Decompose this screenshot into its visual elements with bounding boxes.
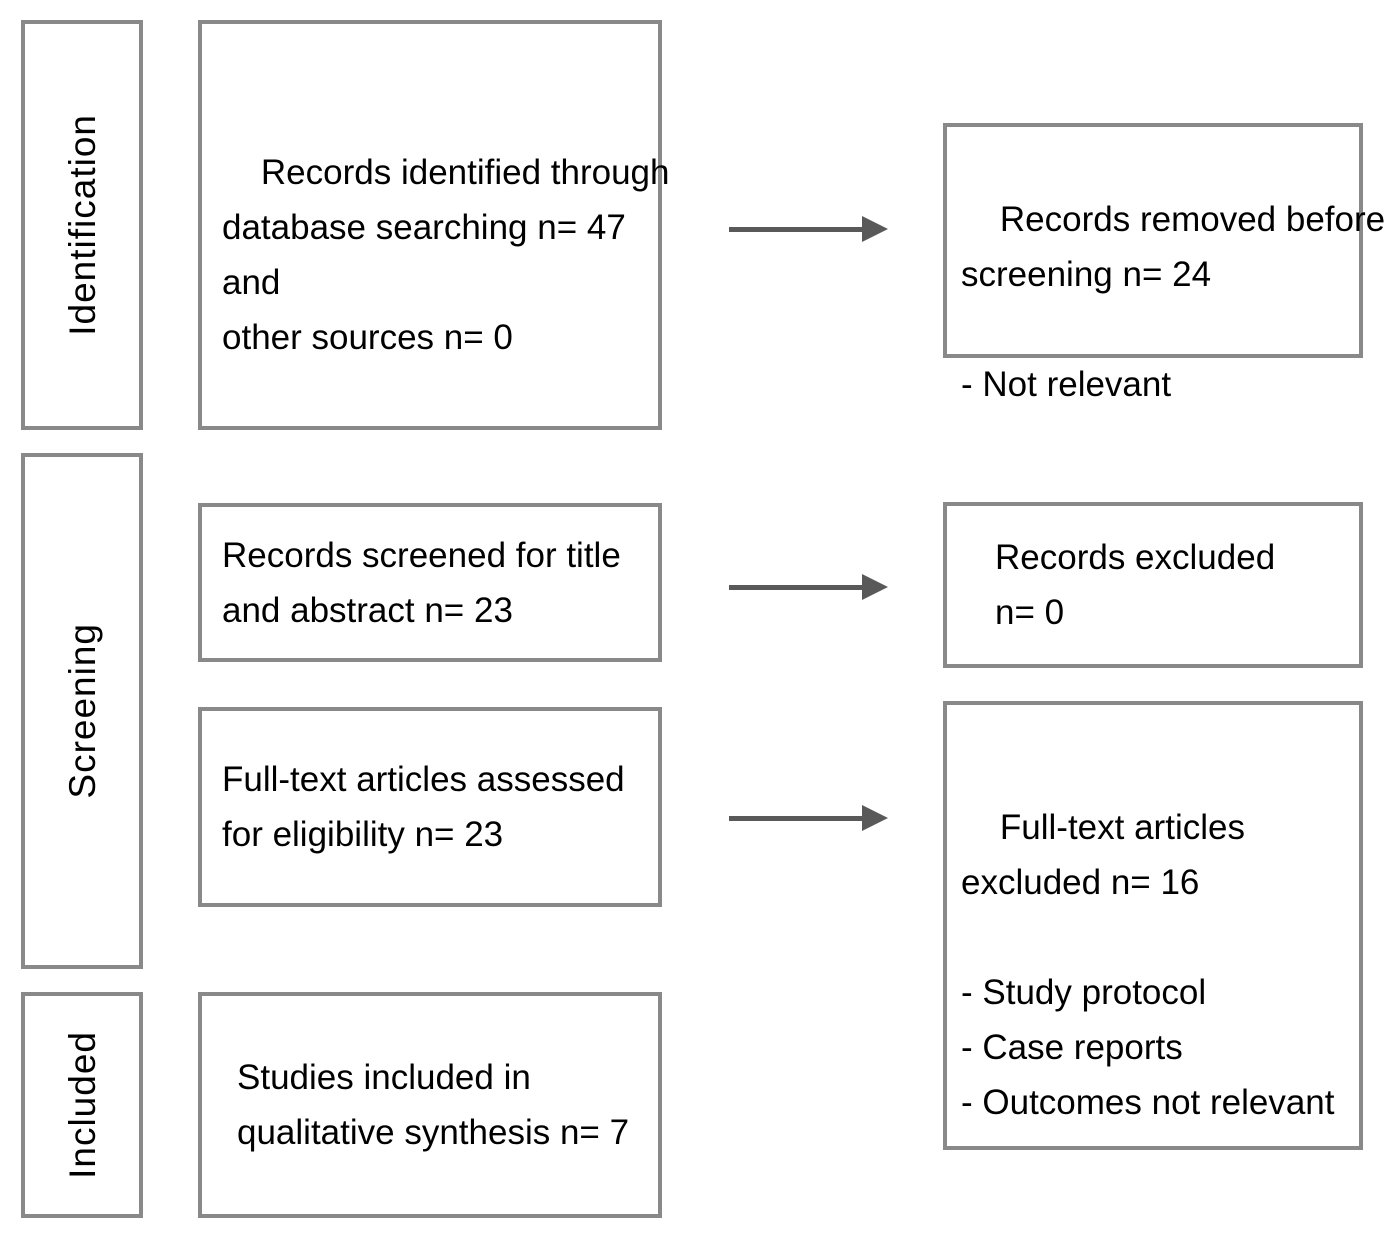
stage-label-included: Included [61,1031,103,1179]
arrow-head-icon [862,805,888,831]
box-records-identified: Records identified through database sear… [198,20,670,430]
stage-label-identification: Identification [61,114,103,336]
stage-box-identification: Identification [21,20,143,430]
arrow-head-icon [862,216,888,242]
stage-box-screening: Screening [21,453,143,969]
box-records-removed-text: Records removed before screening n= 24 -… [961,200,1385,404]
box-fulltext-assessed: Full-text articles assessed for eligibil… [198,707,662,907]
box-studies-included: Studies included in qualitative synthesi… [198,992,662,1218]
arrow-shaft [729,585,865,590]
box-fulltext-assessed-text: Full-text articles assessed for eligibil… [222,760,625,854]
box-records-excluded: Records excluded n= 0 [943,502,1363,668]
box-records-removed: Records removed before screening n= 24 -… [943,123,1385,404]
box-records-screened-text: Records screened for title and abstract … [222,535,621,630]
box-fulltext-excluded-text: Full-text articles excluded n= 16 - Stud… [961,808,1335,1122]
box-records-screened: Records screened for title and abstract … [198,503,662,662]
box-records-identified-text: Records identified through database sear… [222,153,670,357]
stage-label-screening: Screening [61,623,103,799]
box-fulltext-excluded: Full-text articles excluded n= 16 - Stud… [943,701,1363,1150]
box-records-excluded-text: Records excluded n= 0 [995,538,1276,632]
arrow-fulltext-to-ft-excluded [729,805,888,832]
box-studies-included-text: Studies included in qualitative synthesi… [237,1058,630,1152]
arrow-shaft [729,816,865,821]
arrow-screened-to-excluded [729,574,888,601]
arrow-head-icon [862,574,888,600]
stage-box-included: Included [21,992,143,1218]
arrow-identified-to-removed [729,216,888,243]
arrow-shaft [729,227,865,232]
